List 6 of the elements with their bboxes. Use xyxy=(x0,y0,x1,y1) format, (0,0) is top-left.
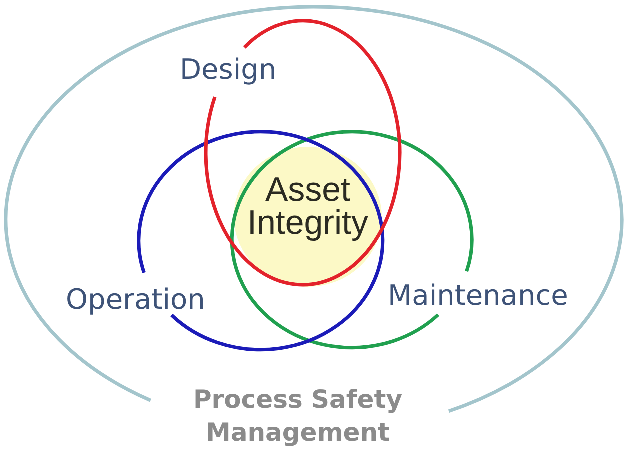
ellipse-label: Maintenance xyxy=(388,281,568,310)
ellipse-label: Operation xyxy=(66,285,206,314)
region-title: Process Safety Management xyxy=(192,384,404,449)
open-ellipse-outline xyxy=(4,5,624,449)
ellipse-label: Design xyxy=(180,55,277,84)
center-label: Asset Integrity xyxy=(246,174,370,240)
